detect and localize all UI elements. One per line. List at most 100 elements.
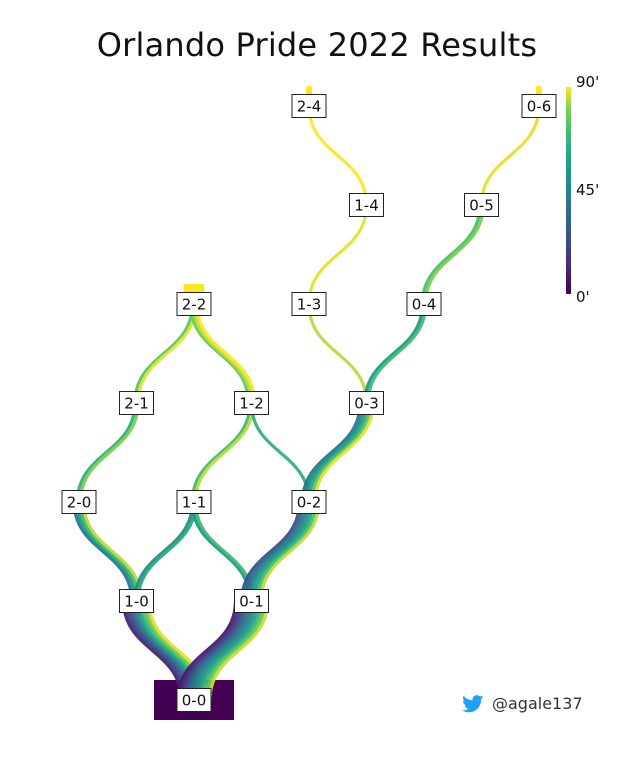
flow-line-0-0-to-0-1 — [182, 599, 244, 702]
flow-line-1-1-to-1-2 — [190, 401, 252, 504]
flow-line-0-1-to-0-2 — [243, 500, 305, 603]
flow-line-0-2-to-0-3 — [310, 401, 372, 504]
score-node-label: 1-2 — [239, 395, 264, 413]
score-node-2-2: 2-2 — [176, 292, 212, 316]
flow-line-0-4-to-0-5 — [420, 203, 482, 306]
flow-line-1-4-to-2-4 — [307, 104, 369, 207]
flow-line-0-0-to-0-1 — [195, 599, 257, 702]
score-node-label: 1-1 — [182, 494, 207, 512]
flow-line-0-0-to-0-1 — [198, 599, 260, 702]
score-node-label: 1-4 — [354, 197, 379, 215]
flow-line-1-2-to-2-2 — [195, 302, 257, 405]
score-node-2-4: 2-4 — [291, 94, 327, 118]
score-node-box — [234, 391, 269, 415]
score-node-0-4: 0-4 — [406, 292, 442, 316]
score-node-box — [119, 391, 154, 415]
score-node-0-2: 0-2 — [291, 490, 327, 514]
score-node-box — [291, 292, 327, 316]
score-node-box — [61, 490, 97, 514]
flow-line-0-0-to-0-1 — [202, 599, 263, 702]
score-node-1-2: 1-2 — [234, 391, 269, 415]
score-node-label: 0-6 — [527, 98, 552, 116]
flow-line-1-3-to-1-4 — [307, 203, 369, 306]
colorbar-gradient — [566, 87, 571, 294]
score-node-0-3: 0-3 — [349, 391, 384, 415]
flow-line-0-4-to-0-5 — [424, 203, 485, 306]
flow-line-0-0-to-0-1 — [205, 599, 266, 702]
flow-line-0-1-to-0-2 — [253, 500, 314, 603]
flow-line-1-2-to-2-2 — [189, 302, 250, 405]
score-node-box — [119, 589, 154, 613]
flow-line-0-0-to-0-1 — [176, 599, 238, 702]
flow-line-0-0-to-0-1 — [179, 599, 241, 702]
score-node-label: 0-4 — [412, 296, 437, 314]
flow-line-0-5-to-0-6 — [479, 104, 541, 207]
score-node-box — [406, 292, 442, 316]
flow-line-1-2-to-2-2 — [192, 302, 254, 405]
flow-line-0-3-to-1-3 — [307, 302, 369, 405]
flow-line-0-2-to-0-3 — [304, 401, 365, 504]
score-node-1-4: 1-4 — [349, 193, 384, 217]
flow-line-0-3-to-0-4 — [366, 302, 428, 405]
score-node-label: 2-1 — [124, 395, 149, 413]
score-node-box — [176, 490, 212, 514]
credit: @agale137 — [462, 694, 583, 713]
score-node-box — [291, 94, 327, 118]
score-node-box — [176, 292, 212, 316]
flow-line-1-0-to-1-1 — [133, 500, 194, 603]
score-node-label: 2-0 — [67, 494, 92, 512]
score-node-label: 0-1 — [239, 593, 264, 611]
score-node-box — [521, 94, 557, 118]
flow-line-2-1-to-2-2 — [133, 302, 194, 405]
score-node-label: 0-3 — [354, 395, 379, 413]
flow-line-2-0-to-2-1 — [79, 401, 140, 504]
flow-line-0-0-to-0-1 — [192, 599, 254, 702]
flow-line-1-1-to-1-2 — [194, 401, 255, 504]
flow-line-0-0-to-0-1 — [208, 599, 270, 702]
colorbar-tick-0: 0' — [576, 288, 590, 306]
score-node-label: 0-0 — [182, 692, 207, 710]
flow-line-0-1-to-1-1 — [190, 500, 252, 603]
colorbar-tick-45: 45' — [576, 181, 599, 199]
score-node-1-3: 1-3 — [291, 292, 327, 316]
flow-line-0-2-to-0-3 — [301, 401, 362, 504]
flow-line-1-0-to-2-0 — [72, 500, 134, 603]
score-node-box — [349, 193, 384, 217]
flow-line-0-2-to-0-3 — [307, 401, 369, 504]
colorbar: 90' 45' 0' — [566, 73, 599, 306]
score-node-label: 0-2 — [297, 494, 322, 512]
flow-line-0-3-to-0-4 — [363, 302, 424, 405]
score-node-0-1: 0-1 — [234, 589, 269, 613]
score-node-label: 0-5 — [469, 197, 494, 215]
flow-line-0-0-to-0-1 — [189, 599, 250, 702]
score-node-2-1: 2-1 — [119, 391, 154, 415]
score-node-1-1: 1-1 — [176, 490, 212, 514]
score-node-0-5: 0-5 — [464, 193, 499, 217]
score-node-0-6: 0-6 — [521, 94, 557, 118]
flow-line-2-1-to-2-2 — [136, 302, 198, 405]
flow-line-0-0-to-0-1 — [186, 599, 247, 702]
score-node-0-0: 0-0 — [176, 688, 212, 712]
flow-line-0-2-to-1-2 — [249, 401, 311, 504]
flow-line-0-1-to-0-2 — [246, 500, 308, 603]
score-node-box — [291, 490, 327, 514]
score-node-label: 1-0 — [124, 593, 149, 611]
flow-line-1-0-to-1-1 — [136, 500, 198, 603]
twitter-bird-icon — [462, 694, 484, 712]
colorbar-tick-90: 90' — [576, 73, 599, 91]
chart-title: Orlando Pride 2022 Results — [96, 26, 538, 64]
credit-handle: @agale137 — [492, 694, 583, 713]
score-flow-lines — [72, 86, 542, 720]
score-node-label: 1-3 — [297, 296, 322, 314]
flow-line-1-0-to-2-0 — [75, 500, 137, 603]
score-node-box — [349, 391, 384, 415]
flow-line-0-1-to-0-2 — [249, 500, 311, 603]
score-node-label: 2-2 — [182, 296, 207, 314]
score-node-label: 2-4 — [297, 98, 322, 116]
flow-line-2-0-to-2-1 — [75, 401, 137, 504]
score-node-box — [176, 688, 212, 712]
flow-line-0-2-to-0-3 — [313, 401, 375, 504]
score-node-box — [464, 193, 499, 217]
flow-line-0-1-to-0-2 — [256, 500, 317, 603]
